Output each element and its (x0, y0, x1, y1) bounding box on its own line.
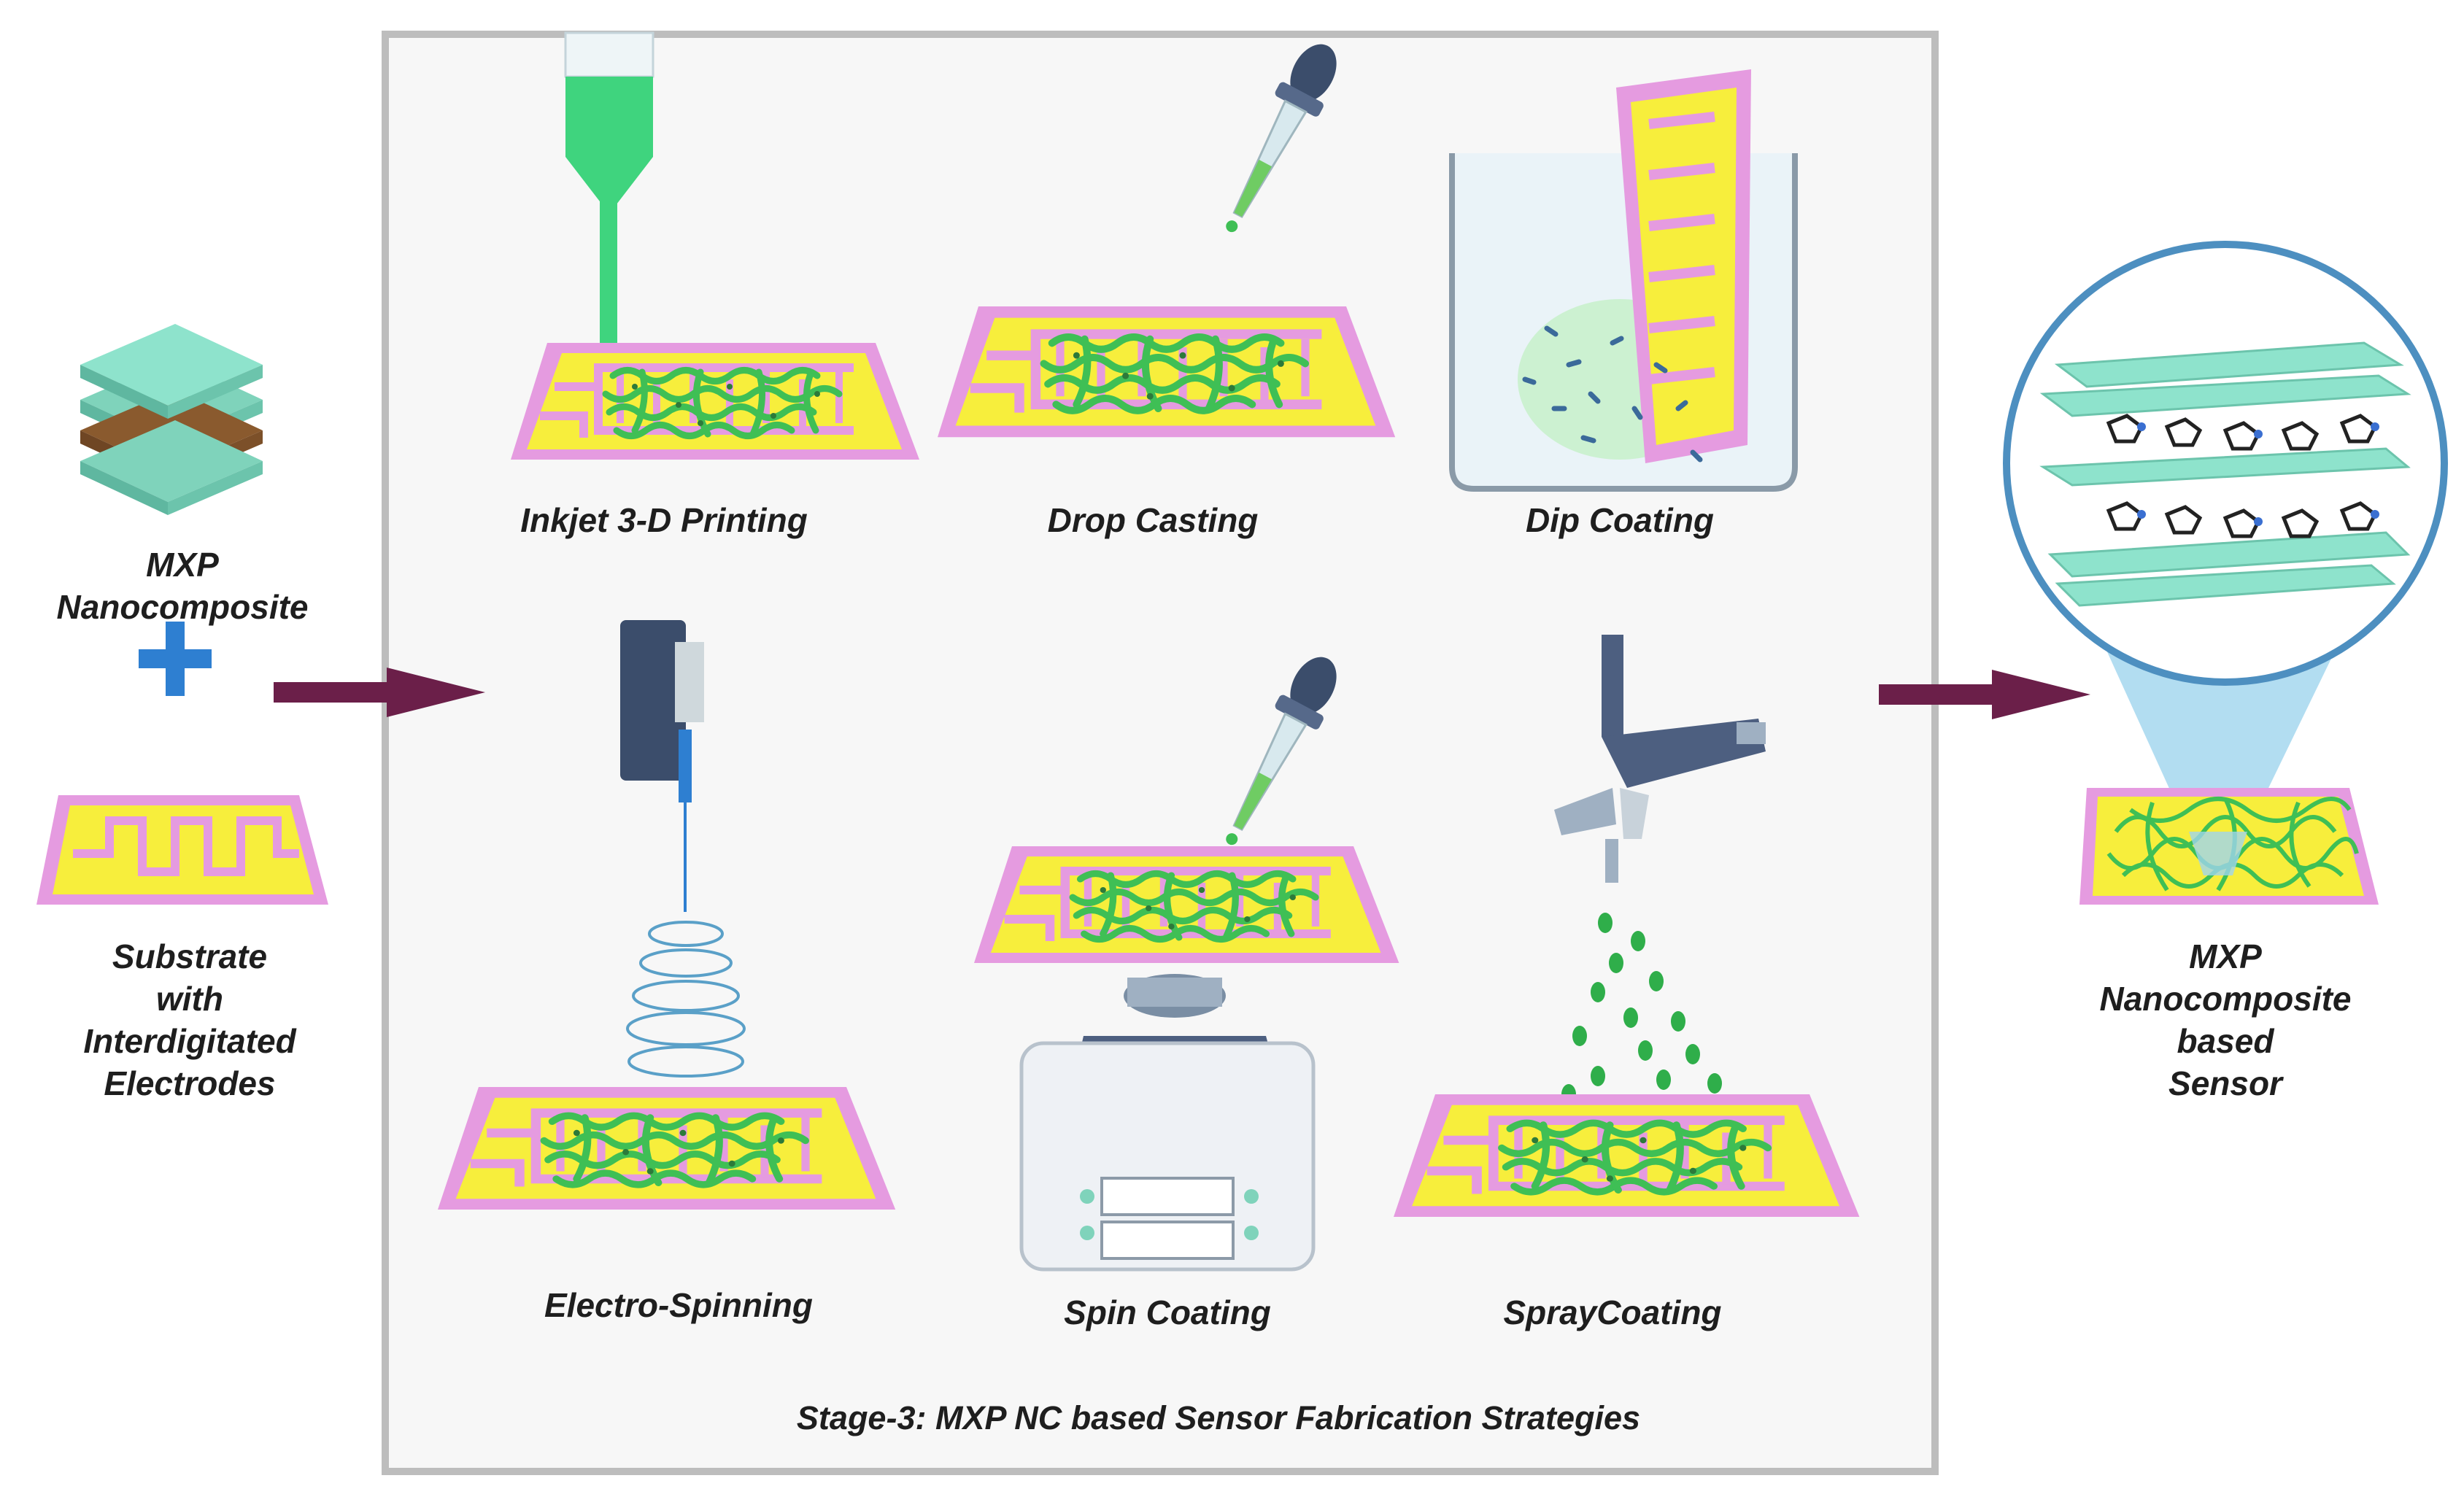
substrate-electrode-icon (36, 795, 328, 905)
substrate-label: Substrate with Interdigitated Electrodes (36, 935, 343, 1105)
mxp-nanocomposite-stack-icon (80, 324, 263, 515)
spin-coating-illustration (974, 646, 1399, 1272)
method-label-spin-coating: Spin Coating (1064, 1293, 1271, 1331)
method-label-dip-coating: Dip Coating (1525, 501, 1715, 539)
final-sensor-icon (2079, 788, 2379, 905)
method-label-inkjet: Inkjet 3-D Printing (520, 501, 808, 539)
method-label-drop-casting: Drop Casting (1047, 501, 1259, 539)
label-line: MXP (146, 546, 219, 584)
electrospinning-illustration (438, 620, 895, 1210)
label-line: Interdigitated (83, 1022, 296, 1060)
arrow-to-sensor-icon (1879, 670, 2090, 719)
inkjet-printing-illustration (511, 31, 919, 460)
label-line: Nanocomposite (56, 588, 309, 626)
label-line: Electrodes (104, 1064, 276, 1102)
arrow-to-fabrication-icon (274, 668, 485, 717)
plus-icon (139, 622, 212, 696)
dip-coating-illustration (1449, 69, 1798, 492)
sensor-magnification-illustration (2003, 241, 2448, 832)
label-line: Substrate (112, 937, 268, 975)
label-line: Sensor (2168, 1064, 2282, 1102)
label-line: based (2177, 1022, 2274, 1060)
spray-coating-illustration (1394, 635, 1859, 1217)
mxp-nanocomposite-label: MXP Nanocomposite (29, 544, 336, 628)
stage-caption: Stage-3: MXP NC based Sensor Fabrication… (796, 1399, 1641, 1436)
drop-casting-illustration (938, 33, 1395, 437)
label-line: MXP (2189, 937, 2262, 975)
method-label-electrospinning: Electro-Spinning (544, 1286, 813, 1324)
method-label-spray-coating: SprayCoating (1503, 1293, 1722, 1331)
sensor-label: MXP Nanocomposite based Sensor (2072, 935, 2379, 1105)
label-line: with (156, 980, 223, 1018)
label-line: Nanocomposite (2099, 980, 2352, 1018)
